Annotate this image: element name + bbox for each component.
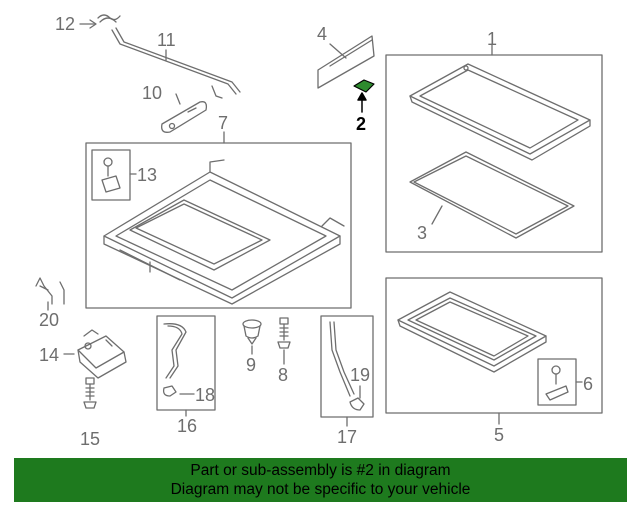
part-8-bolt[interactable]: [277, 317, 291, 349]
callout-18: 18: [195, 385, 216, 405]
callout-6: 6: [583, 374, 594, 394]
callout-13: 13: [137, 165, 158, 185]
box-part-13: [91, 149, 131, 201]
box-part-1: [385, 54, 603, 253]
box-part-5: [385, 277, 603, 414]
leader-4: [329, 43, 347, 59]
callout-14: 14: [39, 345, 60, 365]
part-5-panel[interactable]: [397, 291, 547, 373]
box-part-7: [85, 142, 352, 309]
part-18-clamp[interactable]: [162, 385, 177, 397]
part-16-hose[interactable]: [163, 323, 187, 379]
part-20-clip[interactable]: [35, 277, 65, 305]
part-4-deflector[interactable]: [317, 35, 375, 89]
callout-2: 2: [356, 114, 367, 134]
part-17-hose[interactable]: [329, 321, 355, 397]
callout-7: 7: [218, 113, 229, 133]
callout-16: 16: [177, 416, 198, 436]
part-14-motor[interactable]: [77, 329, 127, 379]
callout-4: 4: [317, 24, 328, 44]
part-10-bracket[interactable]: [161, 101, 208, 133]
part-15-screw[interactable]: [83, 377, 97, 409]
part-3-seal[interactable]: [409, 151, 575, 239]
part-1-glass[interactable]: [409, 63, 591, 161]
callout-3: 3: [417, 223, 428, 243]
callout-17: 17: [337, 427, 358, 447]
leader-3: [431, 205, 443, 225]
leader-10: [175, 93, 181, 105]
part-12-clip[interactable]: [97, 14, 121, 23]
callout-1: 1: [487, 29, 498, 49]
callout-5: 5: [494, 425, 505, 445]
part-9-grommet[interactable]: [242, 319, 262, 345]
part-7-frame[interactable]: [103, 159, 345, 305]
callout-11: 11: [157, 30, 176, 50]
callout-15: 15: [80, 429, 101, 449]
callout-12: 12: [55, 14, 76, 34]
callout-20: 20: [39, 310, 60, 330]
part-19-clamp[interactable]: [349, 397, 365, 411]
callout-9: 9: [246, 355, 257, 375]
part-6-fastener[interactable]: [545, 365, 569, 401]
callout-8: 8: [278, 365, 289, 385]
part-2-highlighted[interactable]: [353, 79, 375, 93]
leader-12-arrow: [89, 19, 97, 29]
leader-2: [357, 92, 367, 113]
info-banner: Part or sub-assembly is #2 in diagram Di…: [14, 458, 627, 502]
callout-19: 19: [350, 365, 371, 385]
banner-line-1: Part or sub-assembly is #2 in diagram: [190, 462, 451, 479]
part-11-strip[interactable]: [111, 27, 241, 99]
part-13-fastener[interactable]: [101, 157, 121, 193]
banner-line-2: Diagram may not be specific to your vehi…: [170, 481, 471, 498]
callout-10: 10: [142, 83, 163, 103]
